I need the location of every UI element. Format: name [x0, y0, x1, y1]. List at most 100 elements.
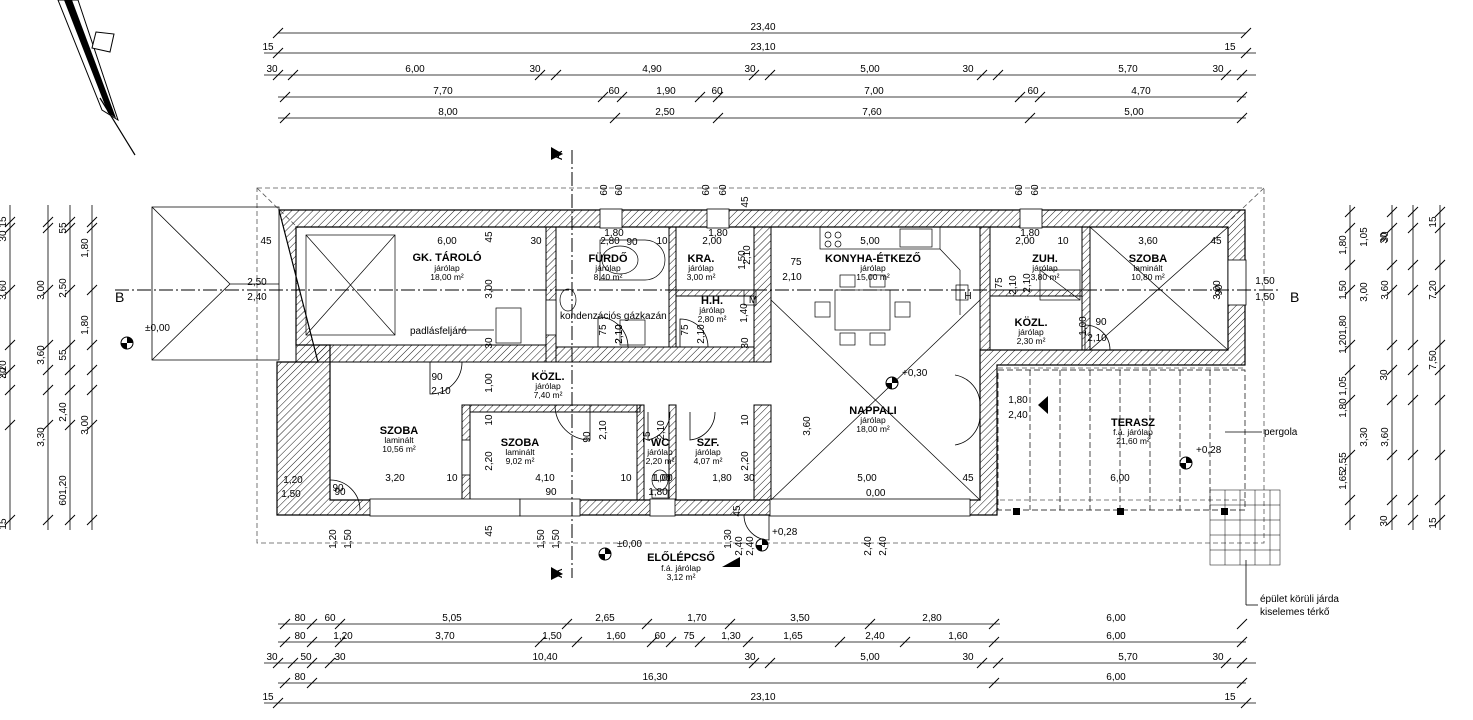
dimension-tick	[1386, 206, 1398, 218]
dim-bottom-4-1: 23,10	[750, 692, 775, 703]
inner-dim-13: 3,60	[1138, 236, 1158, 247]
dimension-tick	[279, 618, 291, 630]
svg-text:laminált: laminált	[384, 435, 414, 445]
inner-dim-44: 30	[484, 337, 495, 349]
inner-dim-51: 3,60	[802, 416, 813, 436]
svg-text:2,30 m²: 2,30 m²	[1017, 336, 1046, 346]
inner-dim-54: 10	[446, 473, 458, 484]
dim-top-2-8: 30	[1212, 64, 1224, 75]
dimension-tick	[279, 112, 291, 124]
dimension-tick	[86, 419, 98, 431]
dim-left-3-1: 1,80	[80, 315, 91, 335]
inner-dim-59: 30	[743, 473, 755, 484]
dimension-tick	[1236, 69, 1248, 81]
svg-text:GK. TÁROLÓ: GK. TÁROLÓ	[412, 251, 481, 264]
dim-left-2-2: 55	[58, 349, 69, 361]
dimension-tick	[1220, 69, 1232, 81]
inner-dim-21: 45	[740, 196, 751, 208]
dim-top-4-2: 7,60	[862, 107, 882, 118]
dimension-tick	[1236, 112, 1248, 124]
dimension-tick	[287, 69, 299, 81]
dim-right-0-4: 1,05	[1338, 376, 1349, 396]
dimension-tick	[976, 69, 988, 81]
svg-text:2,80 m²: 2,80 m²	[698, 314, 727, 324]
dimension-tick	[864, 618, 876, 630]
svg-text:KÖZL.: KÖZL.	[1015, 316, 1048, 329]
svg-text:18,00 m²: 18,00 m²	[430, 272, 464, 282]
dimension-tick	[306, 677, 318, 689]
dimension-tick	[1344, 449, 1356, 461]
dimension-tick	[748, 69, 760, 81]
svg-text:járólap: járólap	[1017, 327, 1044, 337]
inner-dim-9: 5,00	[860, 236, 880, 247]
inner-dim-38: 75	[994, 277, 1005, 289]
svg-text:10,56 m²: 10,56 m²	[382, 444, 416, 454]
dimension-tick	[742, 636, 754, 648]
dim-left-0-4: 7,20	[0, 360, 9, 380]
dim-left-2-5: 60	[58, 494, 69, 506]
svg-text:KONYHA-ÉTKEZŐ: KONYHA-ÉTKEZŐ	[825, 252, 921, 265]
dimension-tick	[1407, 259, 1419, 271]
dimension-tick	[272, 697, 284, 709]
dimension-tick	[86, 364, 98, 376]
dimension-tick	[992, 657, 1004, 669]
dimension-tick	[616, 91, 628, 103]
dim-top-0-0: 23,40	[750, 22, 775, 33]
dim-bottom-1-11: 6,00	[1106, 631, 1126, 642]
level-marker-icon	[120, 336, 134, 350]
dimension-tick	[1344, 339, 1356, 351]
dim-bottom-4-2: 15	[1224, 692, 1236, 703]
terrace-arrow-icon	[1038, 396, 1048, 414]
level-floor: +0,30	[902, 368, 928, 379]
dim-right-1-0: 1,05	[1359, 227, 1370, 247]
dimension-tick	[646, 636, 658, 648]
level-markers: ±0,00 ±0,00 +0,30 +0,28 +0,28 0,00	[120, 323, 1222, 567]
inner-dim-77: 45	[484, 525, 495, 537]
dim-right-3-1: 7,20	[1428, 280, 1439, 300]
inner-dim-82: 45	[732, 505, 743, 517]
dim-bottom-2-7: 5,70	[1118, 652, 1138, 663]
dim-right-0-7: 1,65	[1338, 470, 1349, 490]
dimension-tick	[306, 636, 318, 648]
svg-text:9,02 m²: 9,02 m²	[506, 456, 535, 466]
dimension-tick	[1024, 112, 1036, 124]
svg-text:járólap: járólap	[859, 263, 886, 273]
dimension-tick	[4, 419, 16, 431]
dimension-tick	[64, 514, 76, 526]
inner-dim-49: 2,20	[740, 451, 751, 471]
dimension-tick	[899, 636, 911, 648]
interior-wall	[1081, 226, 1091, 351]
inner-dim-50: 10	[740, 414, 751, 426]
dimension-tick	[4, 514, 16, 526]
dim-bottom-0-0: 80	[294, 613, 306, 624]
inner-dim-65: 90	[582, 431, 593, 443]
dimension-tick	[279, 91, 291, 103]
boiler-label: kondenzációs gázkazán	[560, 311, 667, 322]
dim-top-2-1: 6,00	[405, 64, 425, 75]
svg-text:18,00 m²: 18,00 m²	[856, 424, 890, 434]
dim-bottom-1-6: 75	[683, 631, 695, 642]
dimension-tick	[4, 364, 16, 376]
dimension-tick	[4, 339, 16, 351]
dimension-tick	[1434, 494, 1446, 506]
dimension-tick	[712, 112, 724, 124]
dimension-tick	[1407, 222, 1419, 234]
inner-dim-80: 1,50	[551, 529, 562, 549]
inner-dim-74: 2,40	[1008, 410, 1028, 421]
dim-top-3-4: 7,00	[864, 86, 884, 97]
inner-dim-37: 2,10	[696, 324, 707, 344]
dim-bottom-1-7: 1,30	[721, 631, 741, 642]
inner-dim-14: 45	[1210, 236, 1222, 247]
level-step: +0,28	[772, 527, 798, 538]
dimension-tick	[1407, 339, 1419, 351]
dimension-tick	[4, 284, 16, 296]
terrace-pergola	[997, 369, 1246, 511]
dim-bottom-1-1: 1,20	[333, 631, 353, 642]
dim-bottom-0-4: 1,70	[687, 613, 707, 624]
dim-top-4-0: 8,00	[438, 107, 458, 118]
interior-wall	[295, 344, 547, 363]
svg-text:15,00 m²: 15,00 m²	[856, 272, 890, 282]
inner-dim-70: 1,50	[281, 489, 301, 500]
svg-text:SZOBA: SZOBA	[380, 425, 419, 437]
